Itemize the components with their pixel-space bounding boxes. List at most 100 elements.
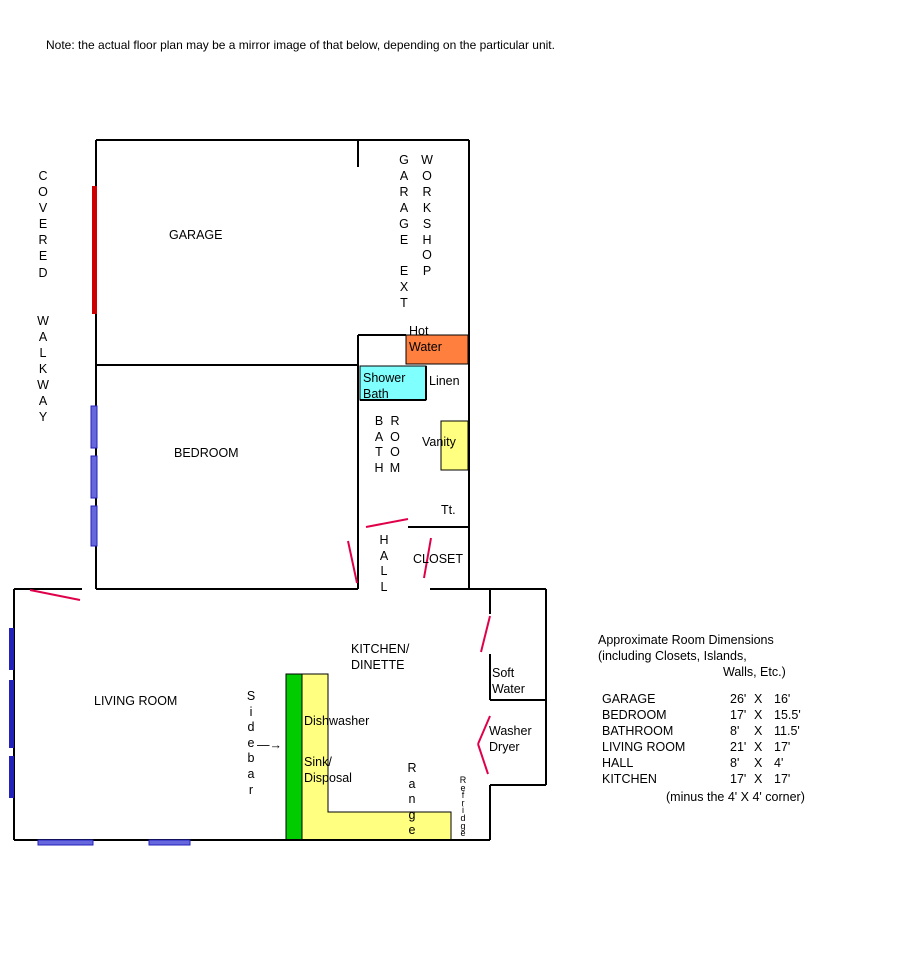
vertical-letter: W bbox=[37, 378, 49, 393]
dimension-room: LIVING ROOM bbox=[602, 740, 686, 754]
living-window bbox=[9, 756, 14, 798]
soft-water-line2: Water bbox=[492, 682, 525, 696]
garage-label: GARAGE bbox=[169, 228, 223, 242]
vertical-letter: T bbox=[375, 445, 383, 459]
dimensions-title-line2: (including Closets, Islands, bbox=[598, 649, 747, 663]
washer-dryer-label: Washer Dryer bbox=[489, 723, 532, 755]
hot-water-line1: Hot bbox=[409, 324, 429, 338]
vertical-letter bbox=[36, 281, 50, 297]
living-window bbox=[37, 839, 94, 846]
sidebar-arrow: —→ bbox=[257, 738, 282, 752]
vertical-letter: A bbox=[38, 329, 48, 344]
shower-line2: Bath bbox=[363, 387, 389, 401]
dimension-width: 16' bbox=[774, 692, 791, 706]
dimensions-title: Approximate Room Dimensions (including C… bbox=[598, 632, 786, 680]
bathroom-door bbox=[365, 518, 409, 528]
vertical-letter: R bbox=[390, 414, 400, 428]
vertical-letter: T bbox=[400, 296, 408, 311]
dimension-length: 17' bbox=[730, 708, 747, 722]
vertical-letter: r bbox=[461, 797, 465, 808]
vertical-letter: D bbox=[38, 265, 48, 280]
dimension-width: 17' bbox=[774, 772, 791, 786]
toilet-label: Tt. bbox=[441, 503, 456, 517]
vertical-letter: R bbox=[407, 761, 417, 775]
dimension-length: 26' bbox=[730, 692, 747, 706]
vertical-letter: S bbox=[422, 216, 432, 231]
dimension-length: 21' bbox=[730, 740, 747, 754]
utility-door bbox=[480, 615, 491, 653]
vertical-letter: W bbox=[37, 313, 49, 328]
dimension-width: 17' bbox=[774, 740, 791, 754]
shower-line1: Shower bbox=[363, 371, 406, 385]
vertical-letter: O bbox=[422, 248, 432, 263]
dimension-room: BATHROOM bbox=[602, 724, 674, 738]
vertical-letter: M bbox=[389, 460, 401, 475]
vertical-letter: n bbox=[408, 792, 416, 806]
vertical-letter: d bbox=[247, 720, 255, 735]
vertical-letter: E bbox=[38, 249, 48, 264]
vanity-label: Vanity bbox=[422, 435, 456, 449]
vertical-letter: g bbox=[460, 820, 466, 831]
vertical-letter: A bbox=[399, 200, 409, 215]
closet-door bbox=[423, 537, 432, 579]
vertical-letter: A bbox=[38, 394, 48, 409]
sink-line1: Sink/ bbox=[304, 755, 332, 769]
soft-water-line1: Soft bbox=[492, 666, 515, 680]
vertical-letter: G bbox=[399, 153, 409, 167]
vertical-letter: K bbox=[422, 200, 432, 215]
dishwasher-label: Dishwasher bbox=[304, 714, 370, 728]
vertical-letter: A bbox=[379, 548, 389, 563]
doors bbox=[29, 518, 491, 775]
dimension-width: 15.5' bbox=[774, 708, 801, 722]
vertical-letter: O bbox=[390, 445, 400, 459]
dimension-length: 17' bbox=[730, 772, 747, 786]
dimension-length: 8' bbox=[730, 724, 740, 738]
vertical-letter: i bbox=[249, 704, 253, 719]
sink-label: Sink/ Disposal bbox=[304, 754, 352, 786]
dimension-times: X bbox=[754, 692, 763, 706]
vertical-letter: b bbox=[247, 751, 255, 766]
dimension-times: X bbox=[754, 772, 763, 786]
vertical-letter: d bbox=[460, 812, 466, 823]
vertical-letter: e bbox=[460, 828, 466, 839]
vertical-letter: V bbox=[38, 201, 48, 216]
vertical-letter: R bbox=[399, 184, 409, 199]
shower-label: Shower Bath bbox=[363, 370, 405, 402]
sink-line2: Disposal bbox=[304, 771, 352, 785]
dimension-room: GARAGE bbox=[602, 692, 656, 706]
vertical-letter: B bbox=[374, 414, 384, 428]
soft-water-label: Soft Water bbox=[492, 665, 525, 697]
vertical-letter: r bbox=[248, 782, 254, 797]
vertical-letter: W bbox=[421, 153, 433, 167]
washer-line1: Washer bbox=[489, 724, 532, 738]
vertical-letter: O bbox=[422, 168, 432, 183]
vertical-letter: H bbox=[374, 460, 384, 475]
vertical-letter: E bbox=[399, 264, 409, 279]
vertical-letter: e bbox=[408, 823, 416, 837]
kitchen-label-line1: KITCHEN/ bbox=[351, 642, 410, 656]
vertical-letter bbox=[397, 248, 411, 264]
kitchen-label-line2: DINETTE bbox=[351, 658, 405, 672]
dimension-room: BEDROOM bbox=[602, 708, 667, 722]
vertical-letter: a bbox=[408, 776, 416, 791]
living-window bbox=[148, 839, 191, 846]
hot-water-line2: Water bbox=[409, 340, 442, 354]
front-door bbox=[29, 589, 81, 601]
living-window bbox=[9, 680, 14, 748]
vertical-letter: L bbox=[39, 346, 47, 361]
vertical-letter: R bbox=[422, 184, 432, 199]
vertical-letter: H bbox=[422, 232, 432, 247]
hot-water-label: Hot Water bbox=[409, 323, 442, 355]
bedroom-window bbox=[90, 505, 98, 547]
vertical-letter: e bbox=[247, 735, 255, 750]
dimension-times: X bbox=[754, 708, 763, 722]
dimension-width: 11.5' bbox=[774, 724, 800, 738]
dimension-width: 4' bbox=[774, 756, 784, 770]
dimension-length: 8' bbox=[730, 756, 740, 770]
vertical-letter: L bbox=[380, 579, 388, 594]
